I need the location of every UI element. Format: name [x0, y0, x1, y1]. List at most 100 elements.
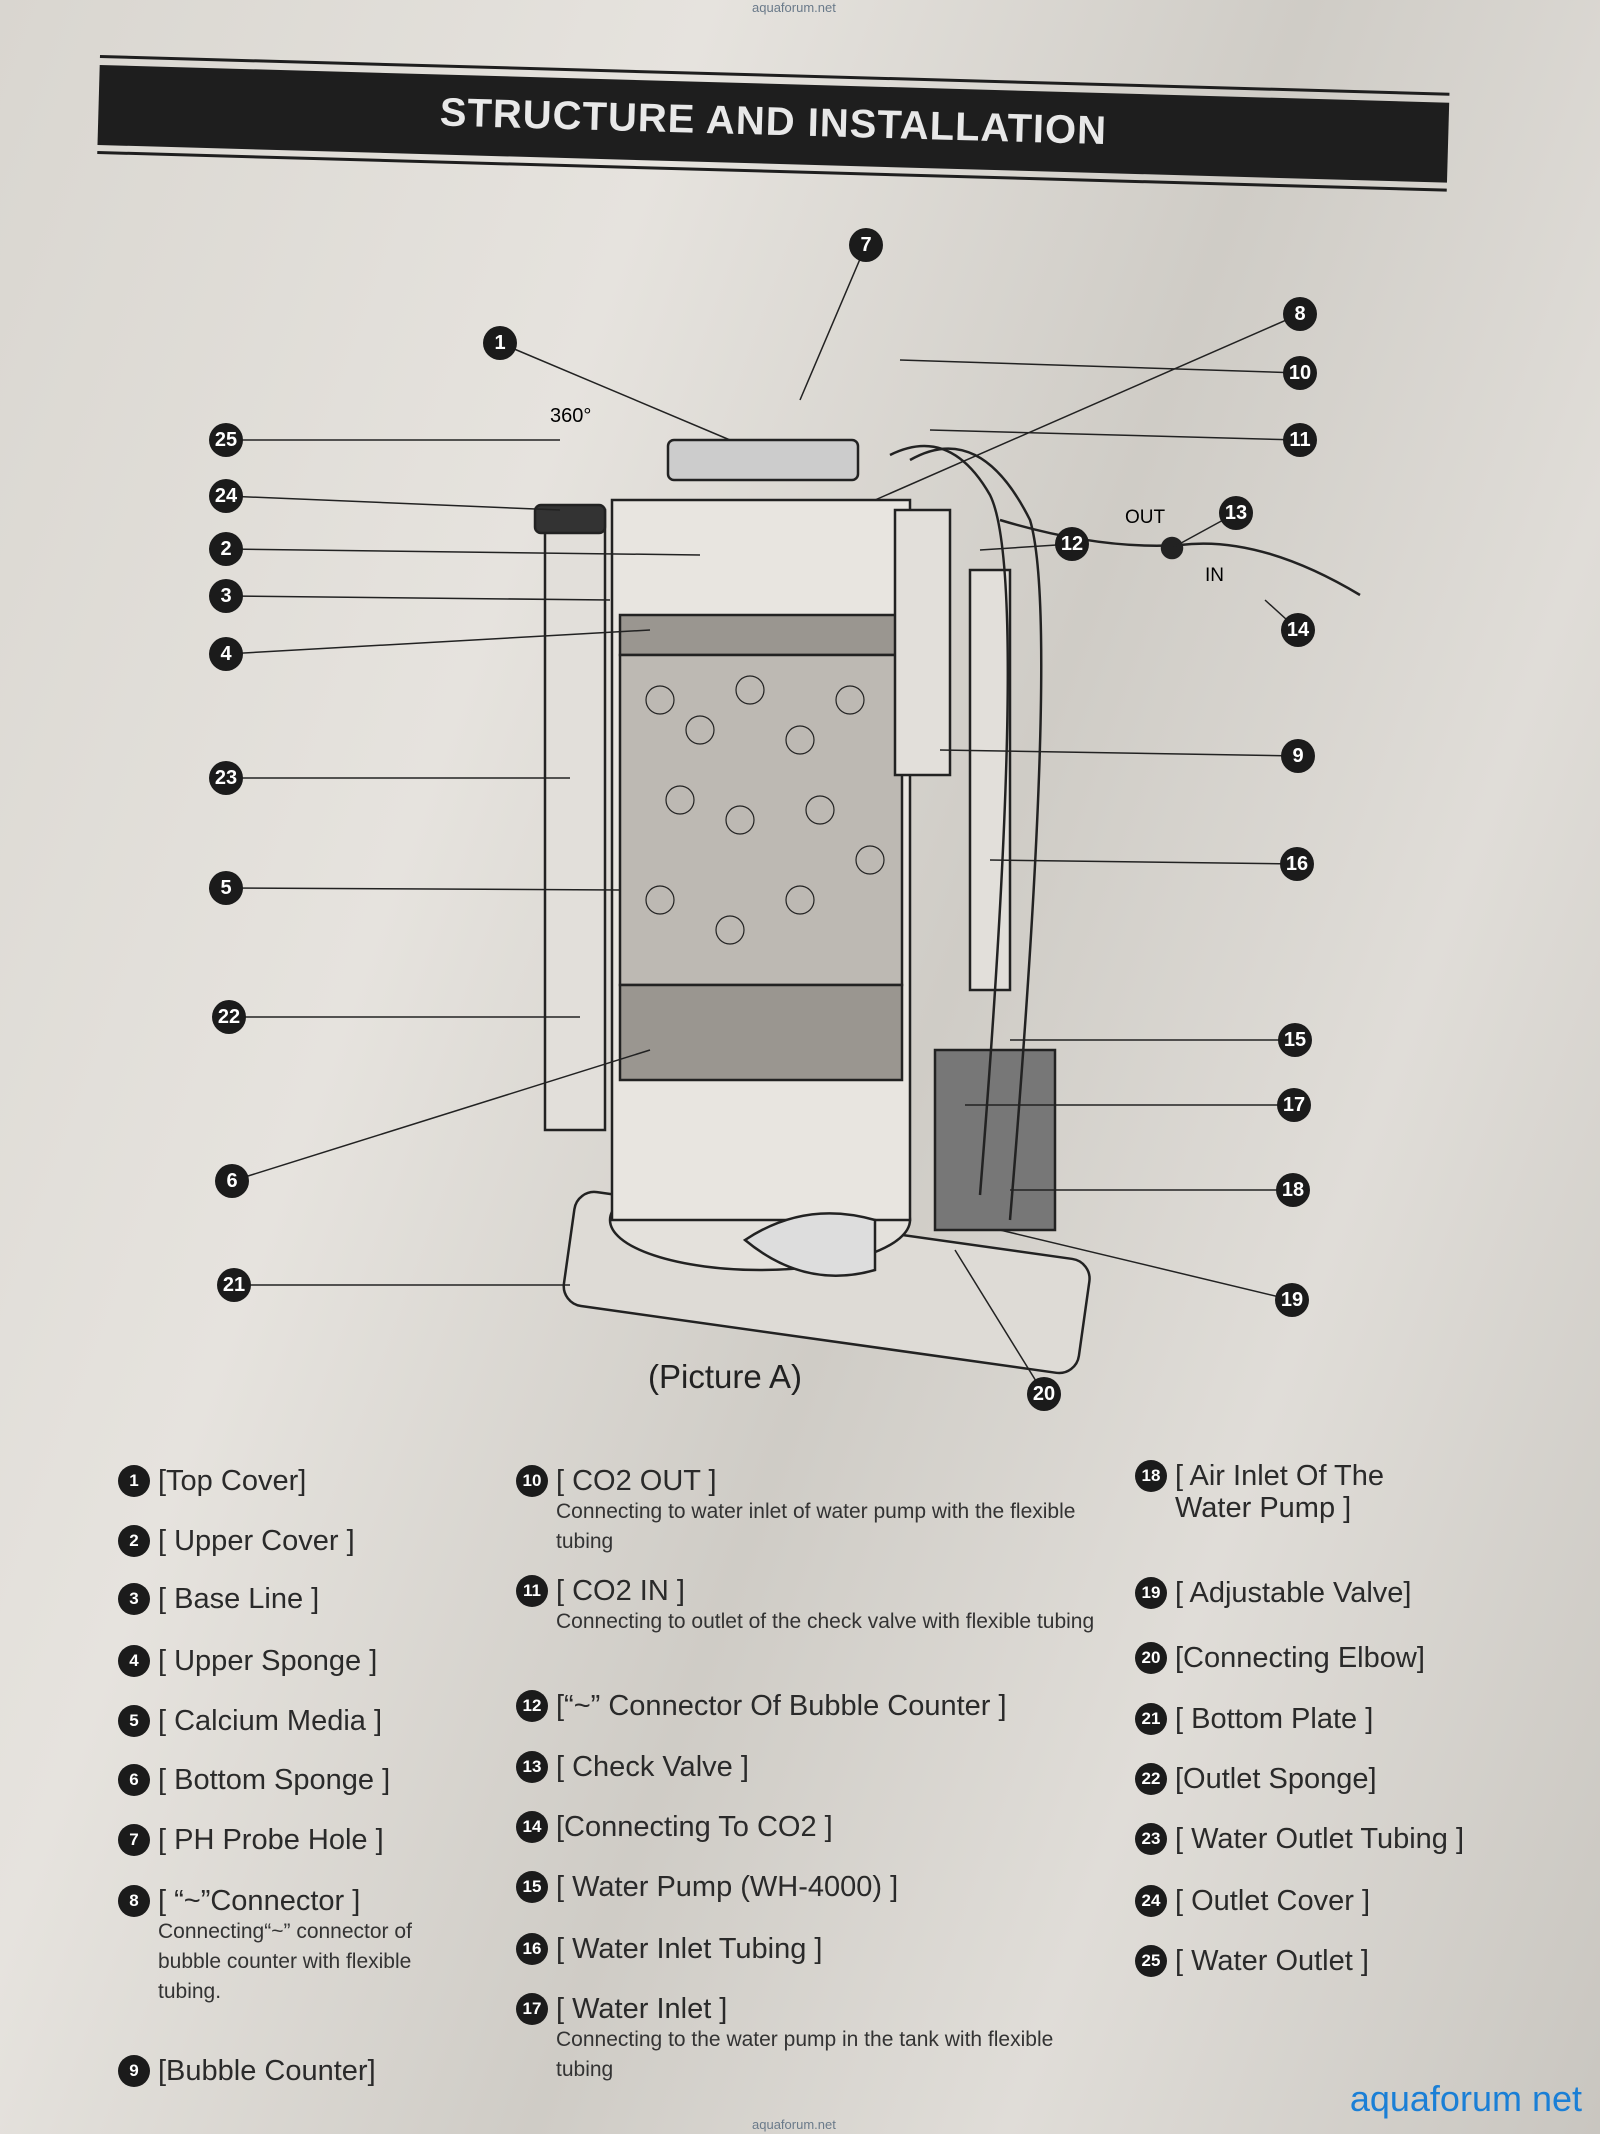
callout-1: 1	[483, 326, 517, 360]
callout-6: 6	[215, 1164, 249, 1198]
legend-number: 19	[1135, 1577, 1167, 1609]
legend-number: 18	[1135, 1460, 1167, 1492]
legend-item-23: 23[ Water Outlet Tubing ]	[1135, 1823, 1465, 1855]
callout-5: 5	[209, 871, 243, 905]
legend-item-14: 14[Connecting To CO2 ]	[516, 1811, 1116, 1843]
leader-line-11	[929, 429, 1301, 441]
leader-line-4	[225, 629, 651, 655]
callout-17: 17	[1277, 1088, 1311, 1122]
legend-item-22: 22[Outlet Sponge]	[1135, 1763, 1465, 1795]
callout-7: 7	[849, 228, 883, 262]
legend-item-18: 18[ Air Inlet Of The Water Pump ]	[1135, 1460, 1465, 1524]
legend-description: Connecting“~” connector of bubble counte…	[158, 1920, 412, 2003]
callout-23: 23	[209, 761, 243, 795]
legend-number: 12	[516, 1690, 548, 1722]
legend-label: [Bubble Counter]	[158, 2055, 376, 2087]
leader-line-19	[999, 1229, 1293, 1301]
legend-number: 22	[1135, 1763, 1167, 1795]
legend-item-15: 15[ Water Pump (WH-4000) ]	[516, 1871, 1116, 1903]
calcium-media	[645, 675, 885, 945]
legend-number: 15	[516, 1871, 548, 1903]
legend-description: Connecting to outlet of the check valve …	[556, 1610, 1095, 1633]
legend-label: [ Water Inlet ]	[556, 1993, 728, 2025]
legend-label: [ Water Outlet ]	[1175, 1945, 1369, 1977]
legend-number: 25	[1135, 1945, 1167, 1977]
leader-line-5	[225, 887, 621, 891]
legend-item-12: 12[“~” Connector Of Bubble Counter ]	[516, 1690, 1116, 1722]
legend-label: [ Base Line ]	[158, 1583, 320, 1615]
leader-line-2	[225, 548, 701, 556]
figure-caption: (Picture A)	[648, 1358, 803, 1395]
legend-label: [ Check Valve ]	[556, 1751, 749, 1783]
callout-3: 3	[209, 579, 243, 613]
legend-label: [Top Cover]	[158, 1465, 307, 1497]
legend-number: 11	[516, 1575, 548, 1607]
legend-number: 13	[516, 1751, 548, 1783]
in-label: IN	[1205, 565, 1224, 586]
legend-label: [ Adjustable Valve]	[1175, 1577, 1412, 1609]
legend-number: 2	[118, 1525, 150, 1557]
legend-label: [ CO2 IN ]	[556, 1575, 685, 1607]
legend-description: Connecting to water inlet of water pump …	[556, 1500, 1076, 1553]
callout-18: 18	[1276, 1173, 1310, 1207]
legend-item-4: 4[ Upper Sponge ]	[118, 1645, 478, 1677]
reactor-diagram	[225, 244, 1361, 1395]
leader-line-7	[799, 244, 867, 401]
legend-number: 20	[1135, 1642, 1167, 1674]
legend-number: 24	[1135, 1885, 1167, 1917]
out-label: OUT	[1125, 507, 1166, 528]
aquaforum-logo: aquaforum net	[1349, 2078, 1582, 2119]
legend-item-7: 7[ PH Probe Hole ]	[118, 1824, 478, 1856]
legend-number: 14	[516, 1811, 548, 1843]
callout-21: 21	[217, 1268, 251, 1302]
legend-item-5: 5[ Calcium Media ]	[118, 1705, 478, 1737]
legend-item-17: 17[ Water Inlet ]Connecting to the water…	[516, 1993, 1116, 2085]
rotation-label: 360°	[550, 405, 592, 427]
legend-number: 6	[118, 1764, 150, 1796]
legend-number: 8	[118, 1885, 150, 1917]
legend-item-1: 1[Top Cover]	[118, 1465, 478, 1497]
callout-15: 15	[1278, 1023, 1312, 1057]
legend-label: [ Water Inlet Tubing ]	[556, 1933, 823, 1965]
legend-label: [ Bottom Sponge ]	[158, 1764, 391, 1796]
callout-24: 24	[209, 479, 243, 513]
leader-line-9	[939, 749, 1299, 757]
legend-item-3: 3[ Base Line ]	[118, 1583, 478, 1615]
callout-13: 13	[1219, 496, 1253, 530]
callout-25: 25	[209, 423, 243, 457]
leader-line-3	[225, 595, 611, 601]
legend-label: [ Outlet Cover ]	[1175, 1885, 1371, 1917]
leader-line-16	[989, 859, 1298, 865]
legend-label: [ PH Probe Hole ]	[158, 1824, 384, 1856]
legend-label: [ Upper Cover ]	[158, 1525, 355, 1557]
legend-item-20: 20[Connecting Elbow]	[1135, 1642, 1465, 1674]
legend-label: [ “~”Connector ]	[158, 1885, 361, 1917]
legend-item-24: 24[ Outlet Cover ]	[1135, 1885, 1465, 1917]
legend-number: 21	[1135, 1703, 1167, 1735]
legend-label: [ Water Outlet Tubing ]	[1175, 1823, 1465, 1855]
legend-label: [ Upper Sponge ]	[158, 1645, 378, 1677]
legend-label: [Connecting Elbow]	[1175, 1642, 1425, 1674]
callout-4: 4	[209, 637, 243, 671]
legend-number: 7	[118, 1824, 150, 1856]
leader-line-6	[231, 1049, 651, 1182]
leader-line-1	[499, 342, 731, 441]
legend-item-21: 21[ Bottom Plate ]	[1135, 1703, 1465, 1735]
callout-10: 10	[1283, 356, 1317, 390]
legend-label: [Outlet Sponge]	[1175, 1763, 1377, 1795]
legend-item-11: 11[ CO2 IN ] Connecting to outlet of the …	[516, 1575, 1116, 1637]
legend-number: 5	[118, 1705, 150, 1737]
callout-20: 20	[1027, 1377, 1061, 1411]
legend-number: 17	[516, 1993, 548, 2025]
legend-label: [ Air Inlet Of The Water Pump ]	[1175, 1460, 1385, 1524]
legend-number: 23	[1135, 1823, 1167, 1855]
legend-item-13: 13[ Check Valve ]	[516, 1751, 1116, 1783]
legend-item-9: 9[Bubble Counter]	[118, 2055, 478, 2087]
watermark-top: aquaforum.net	[752, 0, 836, 15]
leader-line-10	[899, 359, 1301, 374]
legend-item-25: 25[ Water Outlet ]	[1135, 1945, 1465, 1977]
watermark-bottom: aquaforum.net	[752, 2117, 836, 2132]
callout-9: 9	[1281, 739, 1315, 773]
legend-label: [ Calcium Media ]	[158, 1705, 383, 1737]
callout-8: 8	[1283, 297, 1317, 331]
